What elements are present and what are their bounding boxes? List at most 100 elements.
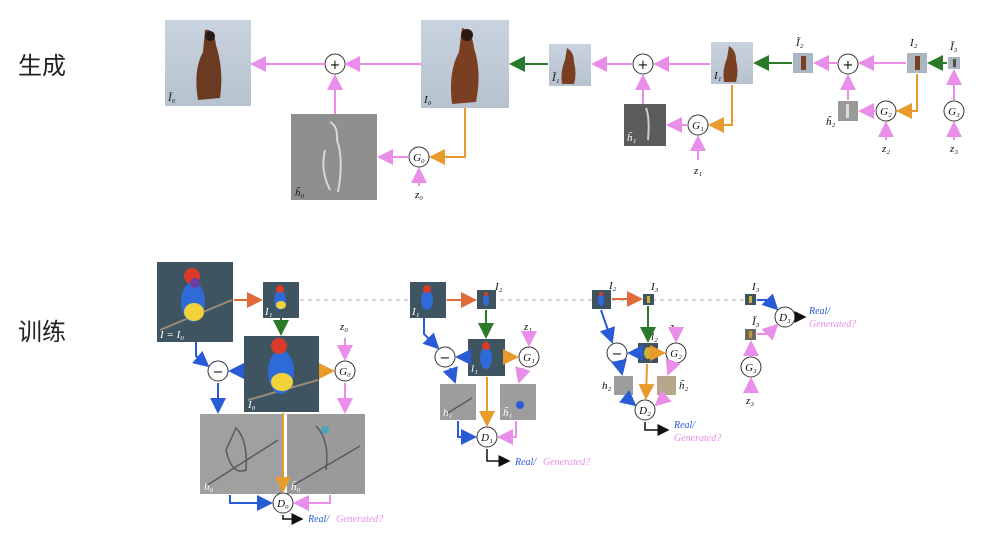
train-s1-label-I1: I₁ (411, 306, 420, 318)
train-D2-real: Real/ (673, 420, 696, 431)
label-gen-h2t: h̃₂ (826, 115, 836, 128)
train-label-I0: I₀ (247, 399, 256, 411)
train-z0-label: z₀ (339, 321, 348, 333)
arrow-s3-I3-to-D3 (757, 293, 779, 311)
title-generation: 生成 (18, 52, 66, 80)
label-gen-I1t: Ĩ₁ (551, 72, 560, 84)
train-D3-label: D₃ (778, 312, 791, 324)
arrow-I0-to-G0 (429, 108, 466, 165)
train-s2-label-l2: l₂ (651, 331, 658, 343)
gen-image-h2-tilde (838, 101, 858, 121)
train-s1-label-l1: l₁ (471, 363, 478, 375)
gen-image-I2 (907, 53, 927, 73)
arrow-D0-out (282, 513, 304, 525)
gen-G0-label: G₀ (413, 152, 425, 164)
train-G0-label: G₀ (339, 366, 351, 378)
train-D1-generated: Generated? (543, 457, 590, 468)
train-s2-label-h2: h₂ (602, 380, 612, 392)
train-image-h0 (200, 414, 282, 494)
arrow-s2-G2-to-h2t (665, 358, 681, 376)
arrow-s2-minus2-to-h2 (611, 358, 627, 376)
minus-1: − (440, 351, 451, 366)
train-image-I1 (263, 282, 299, 318)
train-label-h0: h₀ (204, 481, 214, 493)
gen-G2-label: G₂ (880, 106, 892, 118)
gen-image-I0-tilde (165, 20, 251, 106)
plus-1: + (638, 58, 649, 73)
train-s2-image-h2-tilde (657, 376, 676, 395)
label-gen-I2t: Ĩ₂ (795, 37, 804, 49)
train-label-h0t: h̃₀ (291, 480, 301, 493)
arrow-h0t-to-D0 (293, 495, 331, 511)
train-G0-node (334, 360, 356, 382)
train-G2-label: G₂ (670, 348, 682, 360)
train-s1-image-h1 (440, 384, 476, 420)
gen-z3-label: z₃ (949, 143, 958, 155)
gen-z2-label: z₂ (881, 143, 890, 155)
arrow-s2-h2-to-D2 (619, 389, 637, 407)
train-s3-image-I3-tilde (745, 329, 756, 340)
train-s1-image-I1 (410, 282, 446, 318)
arrow-s1-I1-to-minus1 (422, 318, 440, 350)
arrow-s2-I2-to-minus2 (599, 309, 616, 344)
arrow-D1-out (486, 449, 511, 467)
gen-G1-label: G₁ (692, 120, 704, 132)
gen-image-I1 (711, 42, 753, 84)
arrow-I-to-minus0 (192, 342, 210, 368)
train-label-I1: I₁ (264, 306, 273, 318)
arrow-D2-out (644, 422, 670, 436)
arrow-s1-h1-to-D1 (457, 421, 477, 445)
arrow-I1-to-G1 (708, 85, 733, 133)
arrow-s1-minus1-to-h1 (442, 366, 458, 384)
gen-z0-label: z₀ (414, 189, 423, 201)
train-s2-label-I2: I₂ (608, 280, 617, 292)
gen-G3-label: G₃ (948, 106, 960, 118)
train-s1-image-I2 (477, 290, 496, 309)
arrow-I2-to-G2 (896, 74, 918, 119)
train-D0-label: D₀ (276, 498, 289, 510)
minus-2: − (612, 347, 623, 362)
plus-0: + (330, 58, 341, 73)
train-image-h0-tilde (287, 414, 365, 494)
train-s3-image-I3 (745, 294, 756, 305)
train-D3-real: Real/ (808, 306, 831, 317)
train-D2-node (634, 399, 656, 421)
gen-image-I0 (421, 20, 509, 108)
train-s1-label-h1t: h̃₁ (503, 406, 513, 419)
train-s1-label-I2: I₂ (494, 281, 503, 293)
arrow-s2-h2t-to-D2 (654, 389, 672, 407)
train-z3-label: z₃ (745, 395, 754, 407)
train-s2-image-l2 (638, 343, 658, 363)
train-z2-label: z₂ (669, 321, 678, 333)
gen-image-I3-tilde (948, 57, 960, 69)
train-image-l0 (244, 336, 319, 412)
plus-2: + (843, 58, 854, 73)
train-s3-label-I3t: Ĩ₃ (751, 316, 760, 328)
train-D0-real: Real/ (307, 514, 330, 525)
label-gen-I0: I₀ (423, 94, 432, 106)
gen-z1-label: z₁ (693, 165, 702, 177)
minus-0: − (213, 365, 224, 380)
train-G3-label: G₃ (745, 362, 757, 374)
train-s2-image-h2 (614, 376, 633, 395)
train-image-I (157, 262, 233, 342)
train-D1-real: Real/ (514, 457, 537, 468)
train-s1-label-h1: h₁ (443, 407, 453, 419)
gen-image-h0-tilde (291, 114, 377, 200)
train-s2-label-h2t: h̃₂ (679, 379, 689, 392)
gen-image-I1-tilde (549, 44, 591, 86)
train-D2-label: D₂ (638, 405, 651, 417)
arrow-s2-l2-to-D2 (638, 363, 655, 400)
train-D3-generated: Generated? (809, 319, 856, 330)
label-gen-I1: I₁ (713, 70, 722, 82)
train-D0-generated: Generated? (336, 514, 383, 525)
title-training: 训练 (18, 318, 66, 346)
train-D2-generated: Generated? (674, 433, 721, 444)
train-s2-image-I3 (643, 294, 654, 305)
train-z1-label: z₁ (523, 321, 532, 333)
arrow-s3-I3t-to-D3 (757, 323, 779, 341)
label-gen-I3t: Ĩ₃ (949, 41, 958, 53)
label-gen-h0t: h̃₀ (295, 186, 305, 199)
